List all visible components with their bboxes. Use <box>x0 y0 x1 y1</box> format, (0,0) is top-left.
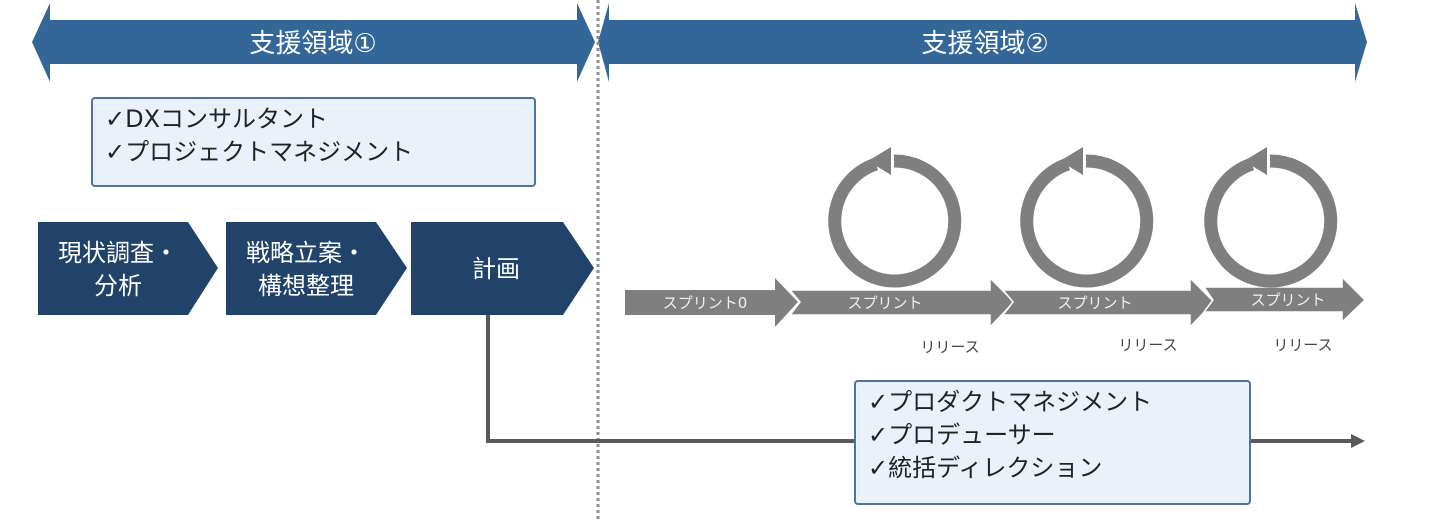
release-label: リリース <box>1118 336 1177 354</box>
phase-chevron: 戦略立案・ 構想整理 <box>226 222 407 315</box>
connector-arrowhead <box>1351 434 1365 448</box>
sprint-label: スプリント0 <box>663 294 748 312</box>
role-item: ✓統括ディレクション <box>868 454 1103 482</box>
release-label: リリース <box>920 338 979 356</box>
sprint-label: スプリント <box>1250 291 1325 309</box>
phase-chevron: 現状調査・ 分析 <box>38 222 218 315</box>
banner-label: 支援領域① <box>249 29 376 59</box>
cycle-arrow-icon <box>828 147 962 288</box>
support-area-1-roles-box: ✓DXコンサルタント ✓プロジェクトマネジメント <box>91 97 536 187</box>
banner-label: 支援領域② <box>921 29 1048 59</box>
support-area-2-banner: 支援領域② <box>598 3 1367 82</box>
sprint-arrow: スプリント0 <box>625 278 798 327</box>
sprint-arrow: スプリント <box>1001 276 1216 329</box>
double-arrow-shape <box>32 3 595 82</box>
support-area-1-banner: 支援領域① <box>32 3 595 82</box>
phase-label-line1: 計画 <box>472 255 520 283</box>
sprint-arrow: スプリント <box>788 276 1016 329</box>
role-item: ✓プロデューサー <box>868 421 1056 449</box>
sprint-label: スプリント <box>847 294 922 312</box>
phase-chevron: 計画 <box>411 222 594 315</box>
support-area-2-roles-box: ✓プロダクトマネジメント ✓プロデューサー ✓統括ディレクション <box>854 380 1251 505</box>
phase-label-line2: 分析 <box>94 272 142 300</box>
phase-label-line2: 構想整理 <box>258 272 354 300</box>
sprint-label: スプリント <box>1057 294 1132 312</box>
role-item: ✓DXコンサルタント <box>105 105 329 133</box>
cycle-arrow-icon <box>1204 147 1338 288</box>
sprint-arrow: スプリント <box>1202 275 1367 324</box>
release-label: リリース <box>1273 336 1332 354</box>
cycle-arrow-icon <box>1020 147 1154 288</box>
role-item: ✓プロジェクトマネジメント <box>105 138 414 166</box>
double-arrow-shape <box>598 3 1367 82</box>
role-item: ✓プロダクトマネジメント <box>868 388 1153 416</box>
phase-label-line1: 現状調査・ <box>58 239 178 267</box>
phase-label-line1: 戦略立案・ <box>246 239 366 267</box>
